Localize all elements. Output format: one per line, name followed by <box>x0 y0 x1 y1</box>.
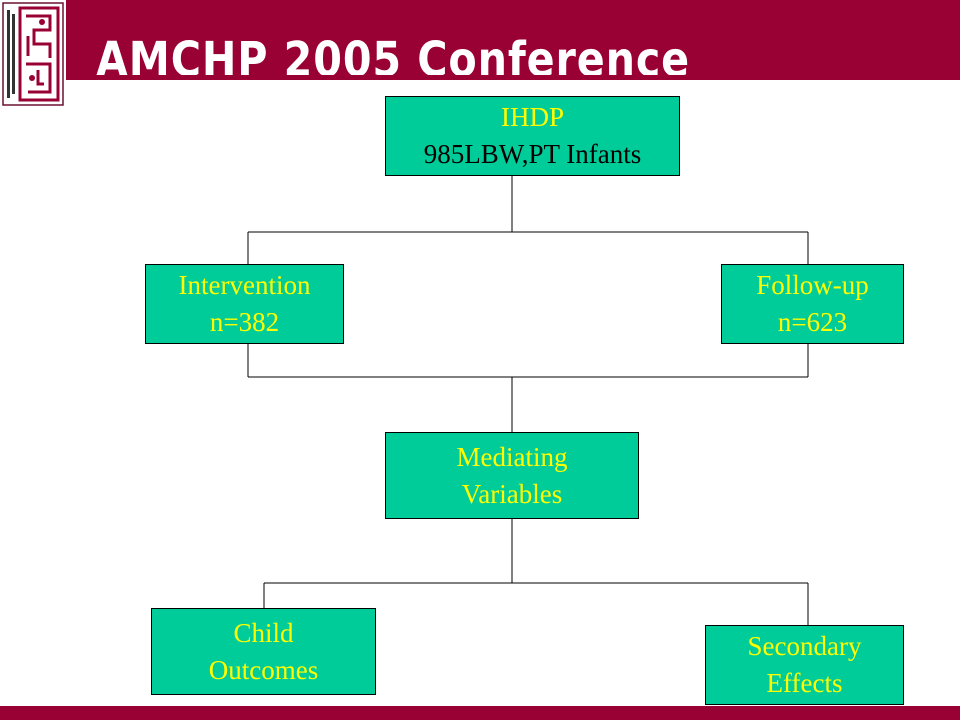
secondary-effects-node: Secondary Effects <box>705 625 904 705</box>
ihdp-node-title: IHDP <box>500 102 564 132</box>
child-outcomes-line2: Outcomes <box>208 654 319 685</box>
intervention-node: Intervention n=382 <box>145 264 344 344</box>
mediating-node-line2: Variables <box>461 478 563 509</box>
header-bar <box>0 0 960 80</box>
intervention-node-count: n=382 <box>209 307 280 337</box>
followup-node-title: Follow-up <box>756 270 869 300</box>
amchp-logo <box>0 0 66 108</box>
footer-bar <box>0 706 960 720</box>
intervention-node-title: Intervention <box>178 270 311 300</box>
child-outcomes-node: Child Outcomes <box>151 608 376 695</box>
followup-node-count: n=623 <box>777 307 848 337</box>
child-outcomes-line1: Child <box>233 617 294 648</box>
conference-title: AMCHP 2005 Conference <box>96 32 691 88</box>
mediating-variables-node: Mediating Variables <box>385 432 639 519</box>
ihdp-node-subtitle: 985LBW,PT Infants <box>423 139 642 169</box>
ihdp-node: IHDP 985LBW,PT Infants <box>385 96 680 176</box>
secondary-effects-line2: Effects <box>766 668 843 698</box>
followup-node: Follow-up n=623 <box>721 264 904 344</box>
secondary-effects-line1: Secondary <box>747 631 862 661</box>
mediating-node-line1: Mediating <box>456 441 568 472</box>
